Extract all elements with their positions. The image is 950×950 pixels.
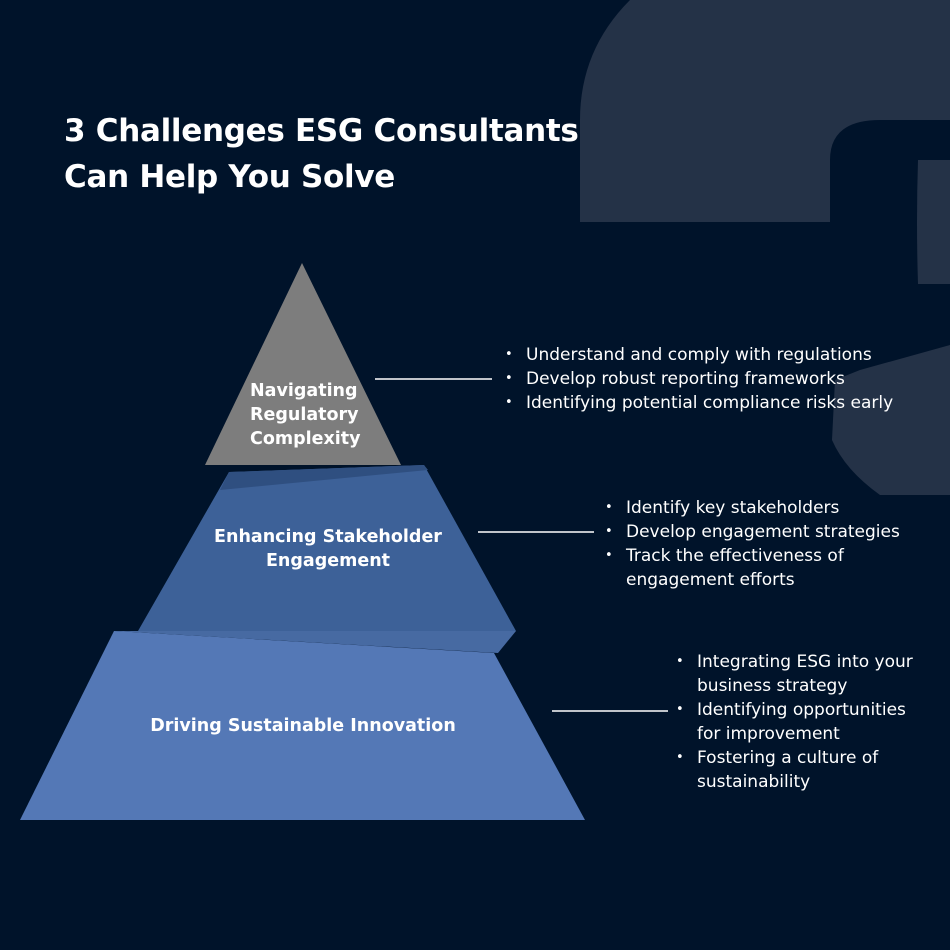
pyramid-tier-bottom-shade <box>114 631 516 653</box>
tier-label-line: Navigating <box>250 381 358 401</box>
pyramid <box>20 263 585 820</box>
pyramid-tier-bottom <box>20 631 585 820</box>
bullet-item: Develop engagement strategies <box>605 520 900 544</box>
stakeholder-bullet-list: Identify key stakeholdersDevelop engagem… <box>605 496 900 592</box>
tier-label-line: Complexity <box>250 429 361 449</box>
pyramid-tier-middle-shade <box>220 465 428 490</box>
tier-label-line: Engagement <box>266 551 390 571</box>
bullet-item: Identify key stakeholders <box>605 496 900 520</box>
bullet-item: Understand and comply with regulations <box>505 343 893 367</box>
bullet-item: Identifying potential compliance risks e… <box>505 391 893 415</box>
tier-label-innovation: Driving Sustainable Innovation <box>150 716 456 736</box>
page-title-line-1: 3 Challenges ESG Consultants <box>64 113 579 149</box>
connectors <box>375 378 668 712</box>
page-title: 3 Challenges ESG Consultants Can Help Yo… <box>64 108 579 200</box>
page-title-line-2: Can Help You Solve <box>64 159 395 195</box>
tier-label-line: Driving Sustainable Innovation <box>150 716 456 736</box>
pyramid-tier-top <box>205 263 401 465</box>
tier-label-line: Enhancing Stakeholder <box>214 527 442 547</box>
pyramid-tier-middle <box>138 465 516 631</box>
watermark-three-shape <box>580 0 950 495</box>
bullet-item: Develop robust reporting frameworks <box>505 367 893 391</box>
tier-label-line: Regulatory <box>250 405 359 425</box>
regulatory-bullet-list: Understand and comply with regulationsDe… <box>505 343 893 415</box>
